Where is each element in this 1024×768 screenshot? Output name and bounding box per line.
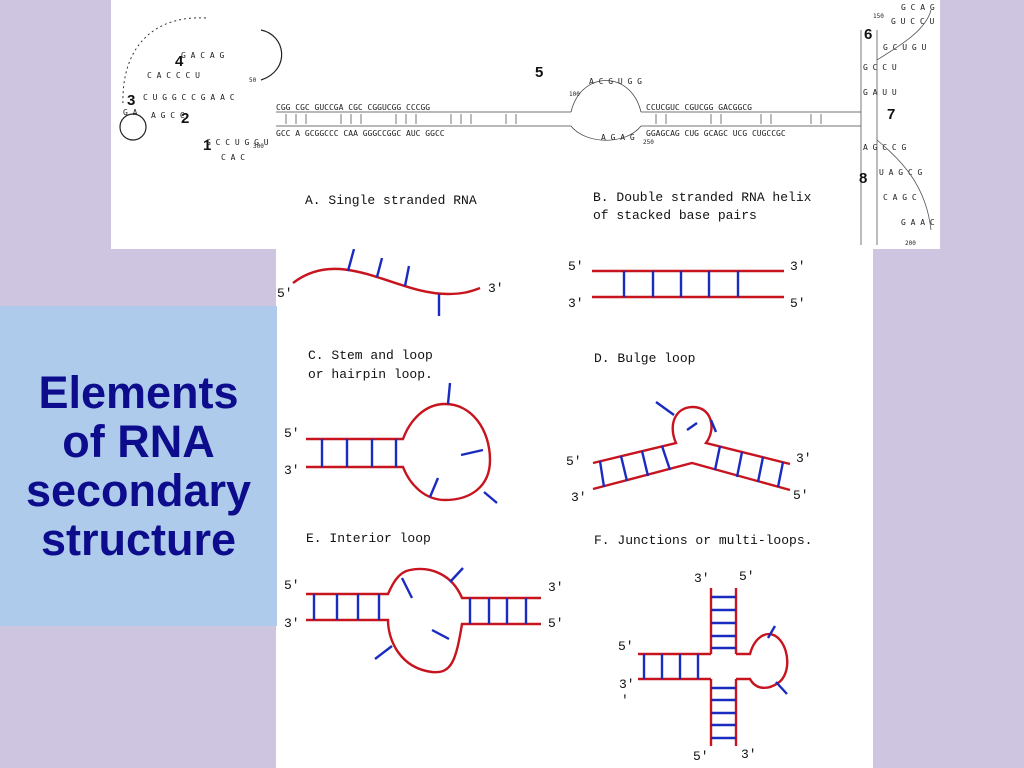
svg-text:C A C: C A C: [221, 153, 245, 162]
svg-text:G A: G A: [123, 108, 138, 117]
five-prime-label: 5': [739, 569, 755, 584]
caption-c-line2: or hairpin loop.: [308, 367, 433, 382]
three-prime-label: 3': [796, 451, 812, 466]
svg-text:U A G C G: U A G C G: [879, 168, 923, 177]
double-helix-diagram: 5' 3' 3' 5': [568, 259, 806, 311]
svg-text:GCC A GCGGCCC CAA GGGCCGGC AUC: GCC A GCGGCCC CAA GGGCCGGC AUC GGCC: [276, 129, 445, 138]
region-number: 3: [127, 92, 135, 109]
rna-elements-diagram: 5' 3' 5' 3' 3' 5' C. Stem and loop or ha…: [277, 249, 812, 764]
svg-text:G A U U: G A U U: [863, 88, 897, 97]
five-prime-label: 5': [548, 616, 564, 631]
region-number: 4: [175, 53, 184, 70]
five-prime-label: 5': [284, 578, 300, 593]
rna-elements-panel: 5' 3' 5' 3' 3' 5' C. Stem and loop or ha…: [276, 249, 873, 768]
three-prime-label: 3': [284, 463, 300, 478]
svg-text:G C U G U: G C U G U: [883, 43, 927, 52]
title-line: Elements: [38, 367, 239, 418]
title-line: secondary: [25, 465, 252, 516]
caption-b-line2: of stacked base pairs: [593, 208, 757, 223]
single-strand-diagram: 5' 3': [277, 249, 504, 316]
svg-text:CGG CGC GUCCGA CGC CGGUCGG CCC: CGG CGC GUCCGA CGC CGGUCGG CCCGG: [276, 103, 430, 112]
position-label: 100: [569, 91, 580, 98]
position-label: 200: [905, 240, 916, 247]
hairpin-loop-diagram: 5' 3': [284, 382, 498, 504]
region-number: 5: [535, 64, 543, 81]
region-number: 8: [859, 170, 867, 187]
region-number: 1: [203, 137, 211, 154]
svg-text:C A G C: C A G C: [883, 193, 917, 202]
five-prime-label: 5': [790, 296, 806, 311]
caption-c-line1: C. Stem and loop: [308, 348, 433, 363]
svg-text:G C C U G G U: G C C U G G U: [206, 138, 269, 147]
svg-text:G U C C U: G U C C U: [891, 17, 935, 26]
title-line: structure: [40, 514, 237, 565]
five-prime-label: 5': [568, 259, 584, 274]
three-prime-label: 3': [488, 281, 504, 296]
prime-mark: ': [621, 693, 629, 708]
five-prime-label: 5': [693, 749, 709, 764]
region-number: 7: [887, 106, 895, 123]
three-prime-label: 3': [694, 571, 710, 586]
caption-f: F. Junctions or multi-loops.: [594, 533, 812, 548]
svg-text:A G A G: A G A G: [601, 133, 635, 142]
svg-text:G A C A G: G A C A G: [181, 51, 225, 60]
caption-e: E. Interior loop: [306, 531, 431, 546]
junction-diagram: 3' 5' 5' 3' ' 5' 3': [618, 569, 789, 764]
position-label: 300: [253, 143, 264, 150]
svg-text:C A C C C U: C A C C C U: [147, 71, 200, 80]
position-label: 250: [643, 139, 654, 146]
svg-text:G A A C: G A A C: [901, 218, 935, 227]
title-line: of RNA: [62, 416, 215, 467]
svg-text:G C A G: G C A G: [901, 3, 935, 12]
three-prime-label: 3': [568, 296, 584, 311]
svg-text:A C G U G G: A C G U G G: [589, 77, 642, 86]
five-prime-label: 5': [793, 488, 809, 503]
interior-loop-diagram: 5' 3' 3' 5': [284, 567, 564, 674]
svg-text:G C C U: G C C U: [863, 63, 897, 72]
five-prime-label: 5': [618, 639, 634, 654]
svg-text:A G C C G: A G C C G: [863, 143, 907, 152]
three-prime-label: 3': [619, 677, 635, 692]
rna-structure-diagram: CGG CGC GUCCGA CGC CGGUCGG CCCGG GCC A G…: [119, 3, 935, 247]
caption-d: D. Bulge loop: [594, 351, 695, 366]
slide-title: Elements of RNA secondary structure: [0, 368, 277, 564]
position-label: 150: [873, 13, 884, 20]
position-label: 50: [249, 77, 257, 84]
svg-text:C U G G C C G A A C: C U G G C C G A A C: [143, 93, 235, 102]
rna-structure-figure: CGG CGC GUCCGA CGC CGGUCGG CCCGG GCC A G…: [111, 0, 940, 249]
three-prime-label: 3': [284, 616, 300, 631]
region-number: 6: [864, 26, 872, 43]
bulge-loop-diagram: 5' 3' 3' 5': [566, 401, 812, 505]
three-prime-label: 3': [548, 580, 564, 595]
three-prime-label: 3': [790, 259, 806, 274]
three-prime-label: 3': [741, 747, 757, 762]
svg-text:GGAGCAG CUG GCAGC UCG CUGCCGC: GGAGCAG CUG GCAGC UCG CUGCCGC: [646, 129, 786, 138]
five-prime-label: 5': [277, 286, 293, 301]
svg-text:A G C C: A G C C: [151, 111, 185, 120]
title-box: Elements of RNA secondary structure: [0, 306, 277, 626]
caption-b-line1: B. Double stranded RNA helix: [593, 190, 812, 205]
five-prime-label: 5': [284, 426, 300, 441]
three-prime-label: 3': [571, 490, 587, 505]
caption-a: A. Single stranded RNA: [305, 193, 477, 208]
region-number: 2: [181, 110, 189, 127]
five-prime-label: 5': [566, 454, 582, 469]
svg-text:CCUCGUC CGUCGG GACGGCG: CCUCGUC CGUCGG GACGGCG: [646, 103, 752, 112]
